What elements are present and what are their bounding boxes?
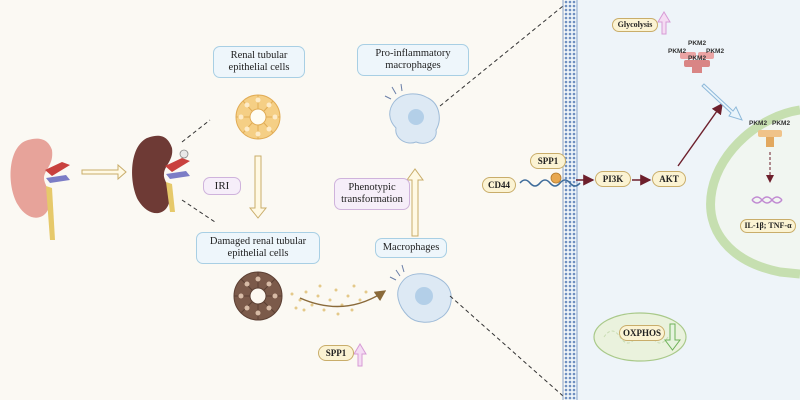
akt-badge: AKT xyxy=(652,171,686,187)
damaged-kidney-icon xyxy=(132,135,190,214)
pkm2-dimer-label-right: PKM2 xyxy=(772,120,791,127)
renal-cells-label: Renal tubular epithelial cells xyxy=(213,46,305,78)
cd44-receptor xyxy=(519,179,581,187)
pkm2-dimer-label-left: PKM2 xyxy=(749,120,768,127)
oxphos-down-arrow xyxy=(664,323,681,351)
spp1-secretion-arrow xyxy=(299,290,387,308)
glycolysis-up-arrow xyxy=(657,11,671,35)
dna-icon xyxy=(751,196,783,204)
pi3k-badge: PI3K xyxy=(595,171,631,187)
spp1-particles xyxy=(290,284,368,316)
pro-inflammatory-macrophage-cell xyxy=(384,83,440,144)
cell-panel-background xyxy=(565,0,800,400)
akt-to-pkm2-arrow xyxy=(677,102,723,167)
zoom-line-macrophage-upper xyxy=(439,5,564,107)
cd44-badge: CD44 xyxy=(482,177,516,193)
pkm2-dimer xyxy=(758,130,782,147)
damaged-tubule-cells xyxy=(233,271,283,321)
cell-membrane xyxy=(563,0,577,400)
pkm2-tetramer xyxy=(680,52,714,73)
damaged-cells-label: Damaged renal tubular epithelial cells xyxy=(196,232,320,264)
pro-inflammatory-label: Pro-inflammatory macrophages xyxy=(357,44,469,76)
glycolysis-badge: Glycolysis xyxy=(612,18,658,32)
macrophage-cell xyxy=(389,264,452,323)
healthy-tubule-cells xyxy=(235,94,281,140)
nucleus-envelope xyxy=(706,105,800,279)
oxphos-badge: OXPHOS xyxy=(619,325,665,341)
pkm2-label-right: PKM2 xyxy=(706,48,725,55)
iri-label: IRI xyxy=(203,177,241,195)
spp1-ligand-dot xyxy=(550,172,562,184)
zoom-line-upper xyxy=(181,119,211,143)
phenotypic-transformation-label: Phenotypic transformation xyxy=(334,178,410,210)
spp1-up-arrow xyxy=(353,343,367,367)
damage-arrow xyxy=(248,155,268,219)
macrophages-label: Macrophages xyxy=(375,238,447,258)
cytokines-badge: IL-1β; TNF-α xyxy=(740,219,796,233)
transformation-arrow xyxy=(406,168,424,237)
nuclear-import-arrow xyxy=(701,83,743,121)
pkm2-label-bottom: PKM2 xyxy=(688,55,707,62)
pkm2-label-left: PKM2 xyxy=(668,48,687,55)
spp1-secreted-badge: SPP1 xyxy=(318,345,354,361)
pkm2-label-top: PKM2 xyxy=(688,40,707,47)
healthy-kidney-icon xyxy=(10,138,70,240)
spp1-ligand-badge: SPP1 xyxy=(530,153,566,169)
progression-arrow xyxy=(81,163,127,181)
